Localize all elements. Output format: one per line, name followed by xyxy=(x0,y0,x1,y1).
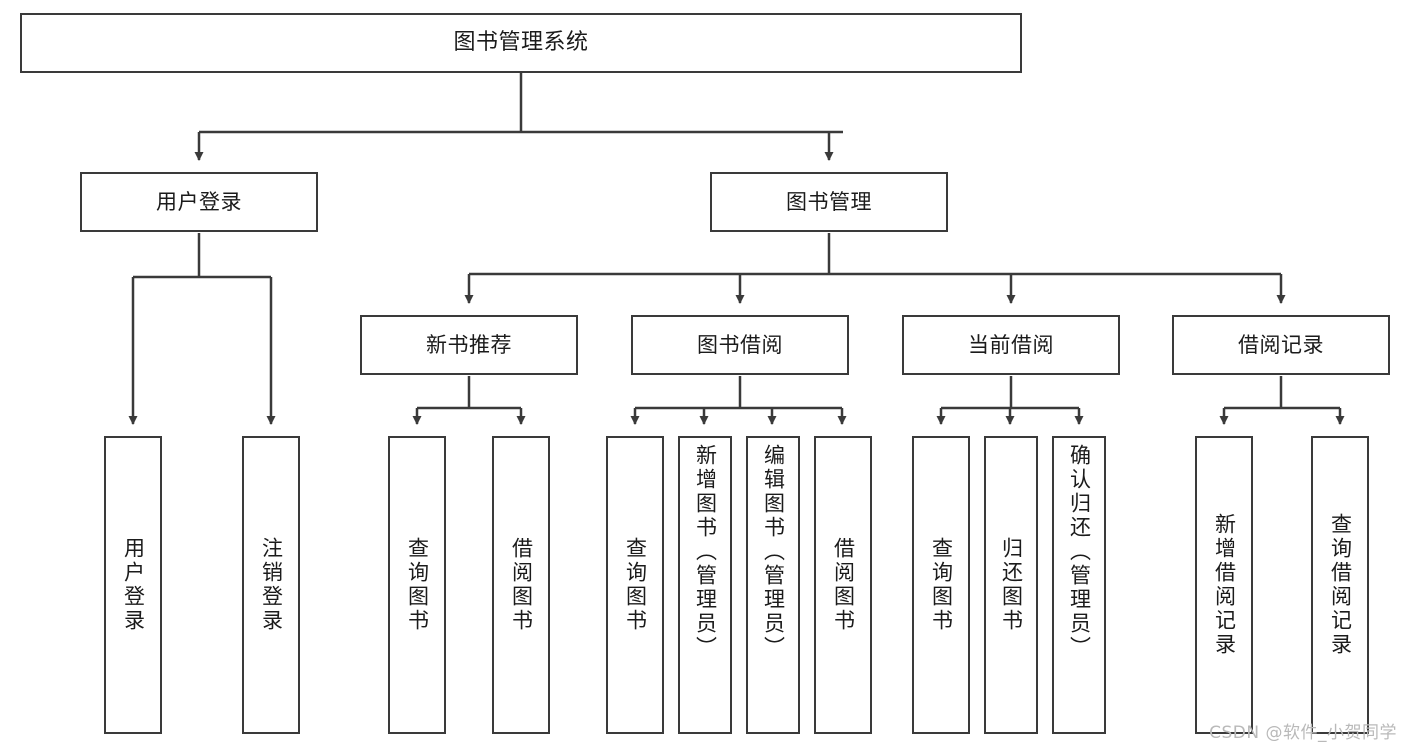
node-label: 图书管理 xyxy=(786,189,872,214)
node-label: 图书管理系统 xyxy=(453,30,589,56)
node-label: 归还图书 xyxy=(999,537,1024,633)
leaf-new-book-borrow[interactable]: 借阅图书 xyxy=(492,436,550,734)
leaf-book-borrow-edit[interactable]: 编辑图书（管理员） xyxy=(746,436,800,734)
leaf-current-borrow-query[interactable]: 查询图书 xyxy=(912,436,970,734)
leaf-book-borrow-query[interactable]: 查询图书 xyxy=(606,436,664,734)
node-label: 新增图书（管理员） xyxy=(693,444,718,660)
node-borrow-record[interactable]: 借阅记录 xyxy=(1172,315,1390,375)
node-label: 图书借阅 xyxy=(697,332,783,357)
csdn-watermark: CSDN @软件_小贺同学 xyxy=(1209,723,1397,743)
node-user-login[interactable]: 用户登录 xyxy=(80,172,318,232)
leaf-borrow-record-add[interactable]: 新增借阅记录 xyxy=(1195,436,1253,734)
node-label: 用户登录 xyxy=(156,189,242,214)
node-current-borrow[interactable]: 当前借阅 xyxy=(902,315,1120,375)
leaf-user-login-login[interactable]: 用户登录 xyxy=(104,436,162,734)
node-label: 新书推荐 xyxy=(426,332,512,357)
leaf-new-book-query[interactable]: 查询图书 xyxy=(388,436,446,734)
node-root-book-management-system[interactable]: 图书管理系统 xyxy=(20,13,1022,73)
leaf-current-borrow-return[interactable]: 归还图书 xyxy=(984,436,1038,734)
node-label: 查询图书 xyxy=(929,537,954,633)
node-label: 借阅图书 xyxy=(509,537,534,633)
leaf-book-borrow-borrow[interactable]: 借阅图书 xyxy=(814,436,872,734)
node-label: 新增借阅记录 xyxy=(1212,513,1237,657)
node-book-management[interactable]: 图书管理 xyxy=(710,172,948,232)
node-label: 编辑图书（管理员） xyxy=(761,444,786,660)
node-label: 借阅记录 xyxy=(1238,332,1324,357)
node-label: 用户登录 xyxy=(121,537,146,633)
node-label: 注销登录 xyxy=(259,537,284,633)
node-label: 确认归还（管理员） xyxy=(1067,444,1092,660)
node-label: 借阅图书 xyxy=(831,537,856,633)
leaf-current-borrow-confirm-return[interactable]: 确认归还（管理员） xyxy=(1052,436,1106,734)
node-label: 当前借阅 xyxy=(968,332,1054,357)
node-new-book-recommend[interactable]: 新书推荐 xyxy=(360,315,578,375)
node-label: 查询图书 xyxy=(405,537,430,633)
node-label: 查询图书 xyxy=(623,537,648,633)
leaf-user-login-logout[interactable]: 注销登录 xyxy=(242,436,300,734)
node-book-borrow[interactable]: 图书借阅 xyxy=(631,315,849,375)
node-label: 查询借阅记录 xyxy=(1328,513,1353,657)
leaf-borrow-record-query[interactable]: 查询借阅记录 xyxy=(1311,436,1369,734)
leaf-book-borrow-add[interactable]: 新增图书（管理员） xyxy=(678,436,732,734)
